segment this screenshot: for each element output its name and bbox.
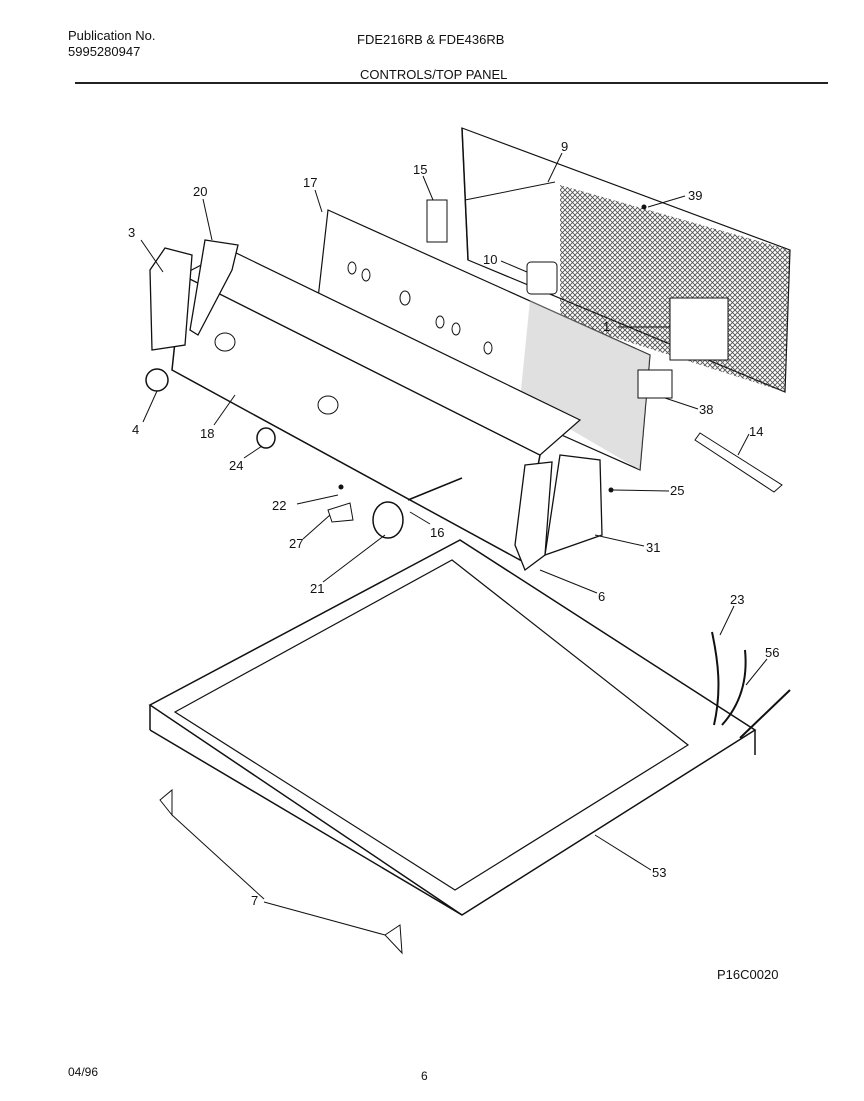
callout-31: 31	[646, 540, 660, 555]
publication-date: 04/96	[68, 1065, 99, 1079]
callout-6: 6	[598, 589, 605, 604]
callout-7: 7	[251, 893, 258, 908]
control-backplate	[314, 209, 651, 471]
section-title: CONTROLS/TOP PANEL	[360, 67, 508, 82]
header-rule	[75, 82, 828, 84]
small-components	[145, 199, 783, 955]
callout-17: 17	[303, 175, 317, 190]
model-numbers: FDE216RB & FDE436RB	[357, 32, 505, 47]
callout-24: 24	[229, 458, 243, 473]
callout-9: 9	[561, 139, 568, 154]
console-end-caps	[149, 239, 603, 572]
callout-10: 10	[483, 252, 497, 267]
callout-20: 20	[193, 184, 207, 199]
callout-18: 18	[200, 426, 214, 441]
callout-23: 23	[730, 592, 744, 607]
figure-code: P16C0020	[717, 967, 779, 982]
publication-number: 5995280947	[68, 44, 141, 59]
callout-27: 27	[289, 536, 303, 551]
leader-lines	[140, 152, 768, 936]
callout-14: 14	[749, 424, 763, 439]
callout-3: 3	[128, 225, 135, 240]
callout-22: 22	[272, 498, 286, 513]
callout-15: 15	[413, 162, 427, 177]
top-panel	[148, 539, 757, 916]
callout-21: 21	[310, 581, 324, 596]
callout-16: 16	[430, 525, 444, 540]
callout-38: 38	[699, 402, 713, 417]
page-number: 6	[421, 1069, 428, 1083]
publication-label: Publication No.	[68, 28, 156, 43]
callout-53: 53	[652, 865, 666, 880]
callout-4: 4	[132, 422, 139, 437]
wire-harness	[711, 631, 791, 739]
callout-39: 39	[688, 188, 702, 203]
callout-1: 1	[603, 319, 610, 334]
callout-56: 56	[765, 645, 779, 660]
callout-25: 25	[670, 483, 684, 498]
